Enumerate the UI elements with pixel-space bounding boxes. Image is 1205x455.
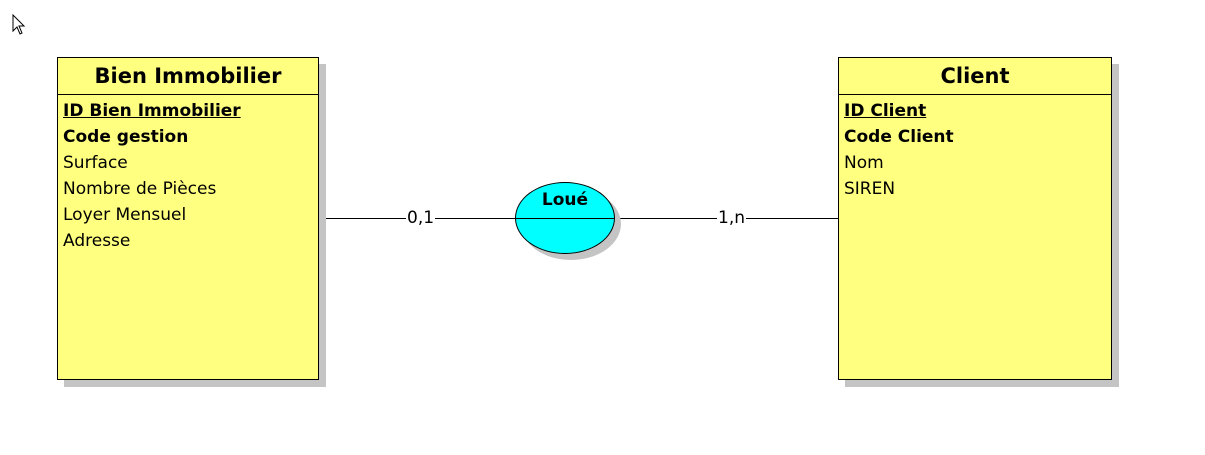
attribute-row: Nom xyxy=(844,153,884,173)
cardinality-left: 0,1 xyxy=(406,208,436,228)
attribute-row: ID Client xyxy=(844,101,927,121)
entity-title: Client xyxy=(839,58,1111,95)
attribute-row: Surface xyxy=(63,153,128,173)
entity-bien-immobilier[interactable]: Bien Immobilier ID Bien Immobilier Code … xyxy=(57,57,319,380)
entity-attributes: ID Client Code Client Nom SIREN xyxy=(839,95,1111,202)
cardinality-right: 1,n xyxy=(717,208,746,228)
attribute-row: Loyer Mensuel xyxy=(63,205,187,225)
attribute-row: Adresse xyxy=(63,231,131,251)
entity-client[interactable]: Client ID Client Code Client Nom SIREN xyxy=(838,57,1112,380)
entity-attributes: ID Bien Immobilier Code gestion Surface … xyxy=(58,95,318,254)
attribute-row: Nombre de Pièces xyxy=(63,179,217,199)
attribute-row: ID Bien Immobilier xyxy=(63,101,241,121)
arrow-pointer-icon xyxy=(12,14,26,35)
relation-name: Loué xyxy=(541,190,589,210)
attribute-row: Code Client xyxy=(844,127,954,147)
attribute-row: SIREN xyxy=(844,179,896,199)
relation-loue[interactable]: Loué xyxy=(515,182,615,254)
attribute-row: Code gestion xyxy=(63,127,189,147)
relation-divider xyxy=(516,218,614,219)
entity-title: Bien Immobilier xyxy=(58,58,318,95)
